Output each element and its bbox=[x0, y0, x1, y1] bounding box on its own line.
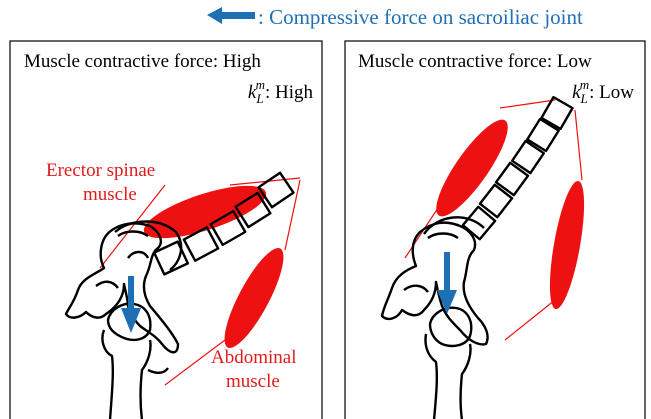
left-pelvis bbox=[66, 223, 178, 352]
right-anatomy bbox=[382, 97, 591, 419]
left-erector-spinae-muscle bbox=[139, 175, 272, 249]
erector-spinae-label-line1: Erector spinae bbox=[46, 160, 155, 181]
left-abdominal-muscle bbox=[214, 242, 293, 355]
legend: : Compressive force on sacroiliac joint bbox=[207, 5, 583, 29]
left-femur bbox=[102, 330, 150, 419]
panel-right-force-label: Muscle contractive force: Low bbox=[358, 51, 592, 72]
legend-text: : Compressive force on sacroiliac joint bbox=[258, 5, 583, 29]
panel-right-k-label: kLm: Low bbox=[572, 77, 634, 106]
panel-left-k-label: kLm: High bbox=[248, 77, 314, 106]
abdominal-label-line2: muscle bbox=[226, 371, 280, 392]
right-force-arrow-icon bbox=[437, 252, 457, 314]
erector-spinae-label-line2: muscle bbox=[83, 184, 137, 205]
right-abdominal-muscle bbox=[543, 179, 591, 312]
legend-arrow-icon bbox=[207, 7, 255, 24]
panel-left-force-label: Muscle contractive force: High bbox=[24, 51, 261, 72]
abdominal-label-line1: Abdominal bbox=[211, 347, 297, 368]
